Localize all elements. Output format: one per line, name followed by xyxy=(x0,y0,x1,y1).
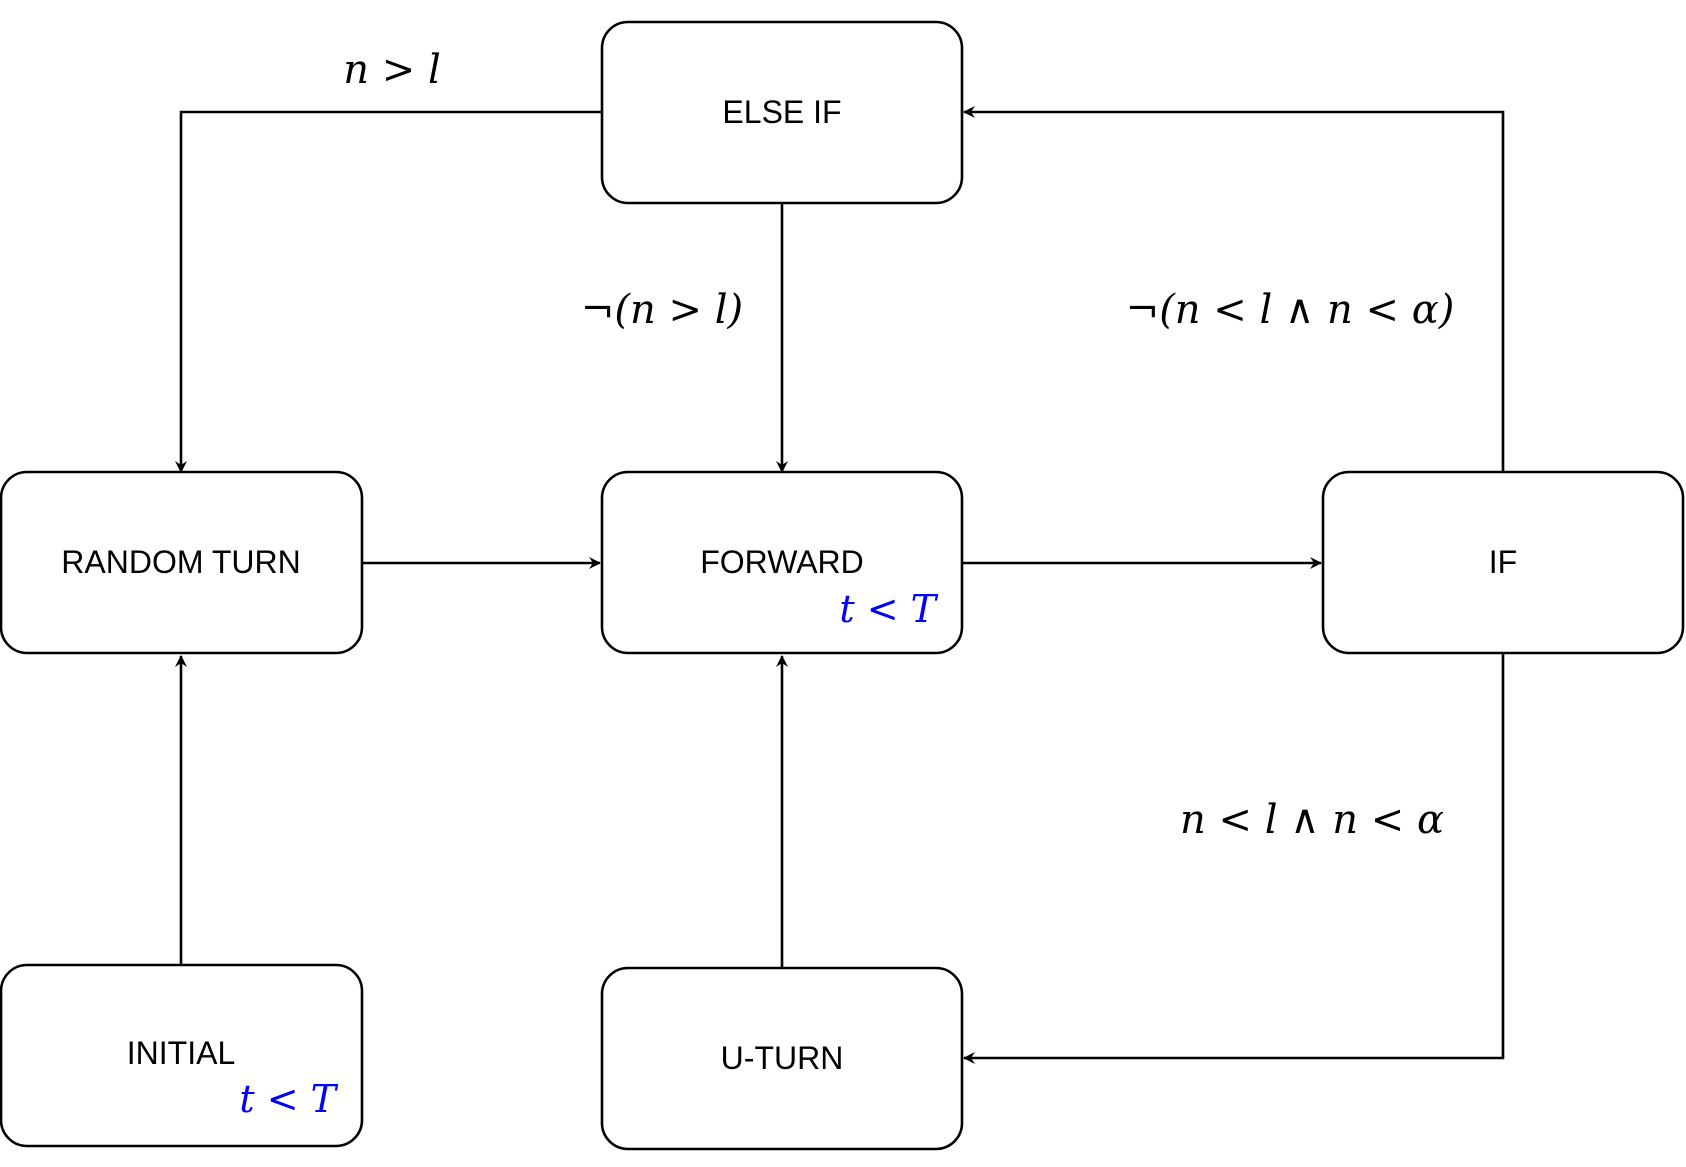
edge-if-to-else-if xyxy=(963,106,1505,472)
edge-else-if-to-random-turn xyxy=(175,110,602,473)
edge-if-to-u-turn xyxy=(963,654,1505,1064)
node-forward: FORWARD t < T xyxy=(600,470,964,655)
node-forward-label: FORWARD xyxy=(700,544,864,580)
node-else-if-label: ELSE IF xyxy=(722,94,841,130)
condition-else-if-to-random-turn: n > l xyxy=(343,47,441,93)
node-initial-guard: t < T xyxy=(239,1077,338,1121)
node-initial-label: INITIAL xyxy=(127,1035,235,1071)
condition-if-to-else-if: ¬(n < l ∧ n < α) xyxy=(1126,287,1455,333)
node-initial: INITIAL t < T xyxy=(0,963,364,1148)
node-if-label: IF xyxy=(1489,544,1517,580)
node-forward-guard: t < T xyxy=(839,587,938,631)
node-random-turn-label: RANDOM TURN xyxy=(61,544,300,580)
node-random-turn: RANDOM TURN xyxy=(0,470,364,655)
condition-else-if-to-forward: ¬(n > l) xyxy=(581,287,743,333)
condition-if-to-u-turn: n < l ∧ n < α xyxy=(1180,797,1444,843)
node-if: IF xyxy=(1321,470,1685,655)
node-u-turn-label: U-TURN xyxy=(721,1040,844,1076)
node-else-if: ELSE IF xyxy=(600,20,964,205)
node-u-turn: U-TURN xyxy=(600,966,964,1151)
